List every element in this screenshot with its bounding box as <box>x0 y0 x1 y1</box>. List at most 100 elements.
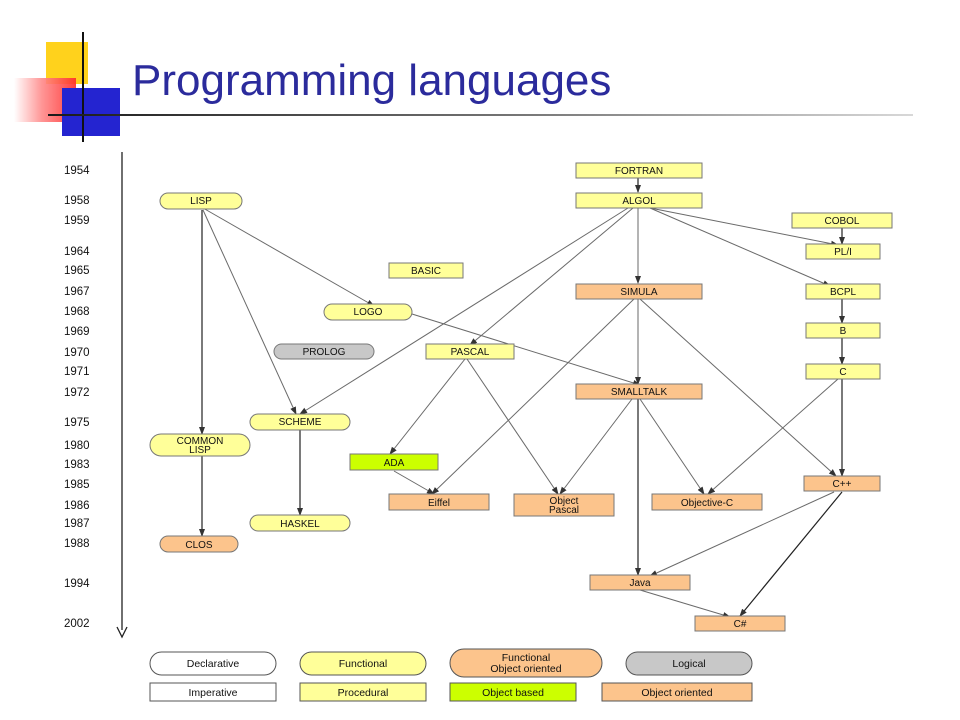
node-label: CLOS <box>185 540 213 551</box>
edge-cpp-csharp <box>739 491 843 617</box>
node-simula: SIMULA <box>575 283 703 300</box>
node-label: C <box>839 367 846 378</box>
node-label: FORTRAN <box>615 166 663 177</box>
node-label: PASCAL <box>451 347 490 358</box>
node-label: BCPL <box>830 287 857 298</box>
node-clos: CLOS <box>159 535 239 553</box>
edge-logo-smalltalk <box>411 313 641 386</box>
legend-label: Object based <box>482 687 544 699</box>
legend-label: Declarative <box>187 658 240 670</box>
node-label: LOGO <box>354 307 383 318</box>
node-label: Objective-C <box>681 498 733 509</box>
node-pascal: PASCAL <box>425 343 515 360</box>
timeline-arrowhead <box>116 626 128 639</box>
year-label: 2002 <box>64 618 90 630</box>
node-label: C++ <box>833 479 852 490</box>
legend-declarative: Declarative <box>149 651 277 676</box>
node-cobol: COBOL <box>791 212 893 229</box>
node-objective-c: Objective-C <box>651 493 763 511</box>
node-smalltalk: SMALLTALK <box>575 383 703 400</box>
node-fortran: FORTRAN <box>575 162 703 179</box>
node-scheme: SCHEME <box>249 413 351 431</box>
lineage-edges <box>199 178 845 618</box>
edge-algol-pascal <box>469 207 634 346</box>
year-label: 1971 <box>64 366 90 378</box>
edge-java-csharp <box>639 589 731 618</box>
legend-label: Procedural <box>338 687 389 699</box>
year-label: 1969 <box>64 326 90 338</box>
year-label: 1970 <box>64 347 90 359</box>
legend-procedural: Procedural <box>299 682 427 702</box>
year-label: 1985 <box>64 479 90 491</box>
year-label: 1983 <box>64 459 90 471</box>
node-basic: BASIC <box>388 262 464 279</box>
node-label: SCHEME <box>279 417 322 428</box>
logo-yellow-block <box>46 42 88 84</box>
node-bcpl: BCPL <box>805 283 881 300</box>
year-label: 1954 <box>64 165 90 177</box>
node-ada: ADA <box>349 453 439 471</box>
year-label: 1958 <box>64 195 90 207</box>
node-label: COBOL <box>824 216 859 227</box>
year-label: 1975 <box>64 417 90 429</box>
year-labels: 1954 1958 1959 1964 1965 1967 1968 1969 … <box>64 165 90 630</box>
node-pli: PL/I <box>805 243 881 260</box>
legend-imperative: Imperative <box>149 682 277 702</box>
node-object-pascal: Object Pascal <box>513 493 615 517</box>
node-logo: LOGO <box>323 303 413 321</box>
year-label: 1988 <box>64 538 90 550</box>
edge-simula-cpp <box>639 298 837 477</box>
legend-label: Functional <box>502 652 550 664</box>
year-label: 1994 <box>64 578 90 590</box>
slide-logo <box>0 0 140 142</box>
year-label: 1965 <box>64 265 90 277</box>
node-common-lisp: COMMON LISP <box>149 433 251 457</box>
node-c: C <box>805 363 881 380</box>
node-label: C# <box>734 619 747 630</box>
node-algol: ALGOL <box>575 192 703 209</box>
node-label: ALGOL <box>622 196 656 207</box>
year-label: 1972 <box>64 387 90 399</box>
node-label: COMMON <box>177 436 224 447</box>
language-nodes: FORTRAN ALGOL COBOL PL/I LISP BASIC SIMU… <box>149 162 893 632</box>
node-lisp: LISP <box>159 192 243 210</box>
legend-functional-object-oriented: Functional Object oriented <box>449 648 603 678</box>
node-csharp: C# <box>694 615 786 632</box>
legend-object-oriented: Object oriented <box>601 682 753 702</box>
slide-title: Programming languages <box>132 56 612 105</box>
year-label: 1986 <box>64 500 90 512</box>
edge-simula-eiffel <box>431 298 635 495</box>
node-label: Java <box>629 578 651 589</box>
edge-pascal-object-pascal <box>466 358 559 495</box>
edge-c-objective-c <box>707 378 839 495</box>
node-eiffel: Eiffel <box>388 493 490 511</box>
edge-cpp-java <box>649 491 835 577</box>
legend-object-based: Object based <box>449 682 577 702</box>
node-prolog: PROLOG <box>273 343 375 360</box>
node-haskel: HASKEL <box>249 514 351 532</box>
edge-algol-scheme <box>299 207 629 415</box>
node-label: PROLOG <box>303 347 346 358</box>
legend-functional: Functional <box>299 651 427 676</box>
node-label: BASIC <box>411 266 441 277</box>
edge-algol-pli <box>639 205 839 247</box>
node-label: HASKEL <box>280 519 320 530</box>
node-label: ADA <box>384 458 405 469</box>
logo-vertical-line <box>82 32 84 142</box>
legend-label: Functional <box>339 658 387 670</box>
legend-label: Logical <box>672 658 705 670</box>
legend-label: Imperative <box>188 687 237 699</box>
legend: Declarative Functional Functional Object… <box>149 648 753 702</box>
legend-label: Object oriented <box>490 663 561 675</box>
node-label: Object <box>550 496 579 507</box>
node-b: B <box>805 322 881 339</box>
node-label: LISP <box>190 196 212 207</box>
year-label: 1964 <box>64 246 90 258</box>
node-java: Java <box>589 574 691 591</box>
edge-lisp-logo <box>202 207 375 307</box>
node-label: Eiffel <box>428 498 450 509</box>
year-label: 1968 <box>64 306 90 318</box>
node-label: SIMULA <box>620 287 658 298</box>
year-label: 1987 <box>64 518 90 530</box>
edge-smalltalk-objective-c <box>639 398 705 495</box>
